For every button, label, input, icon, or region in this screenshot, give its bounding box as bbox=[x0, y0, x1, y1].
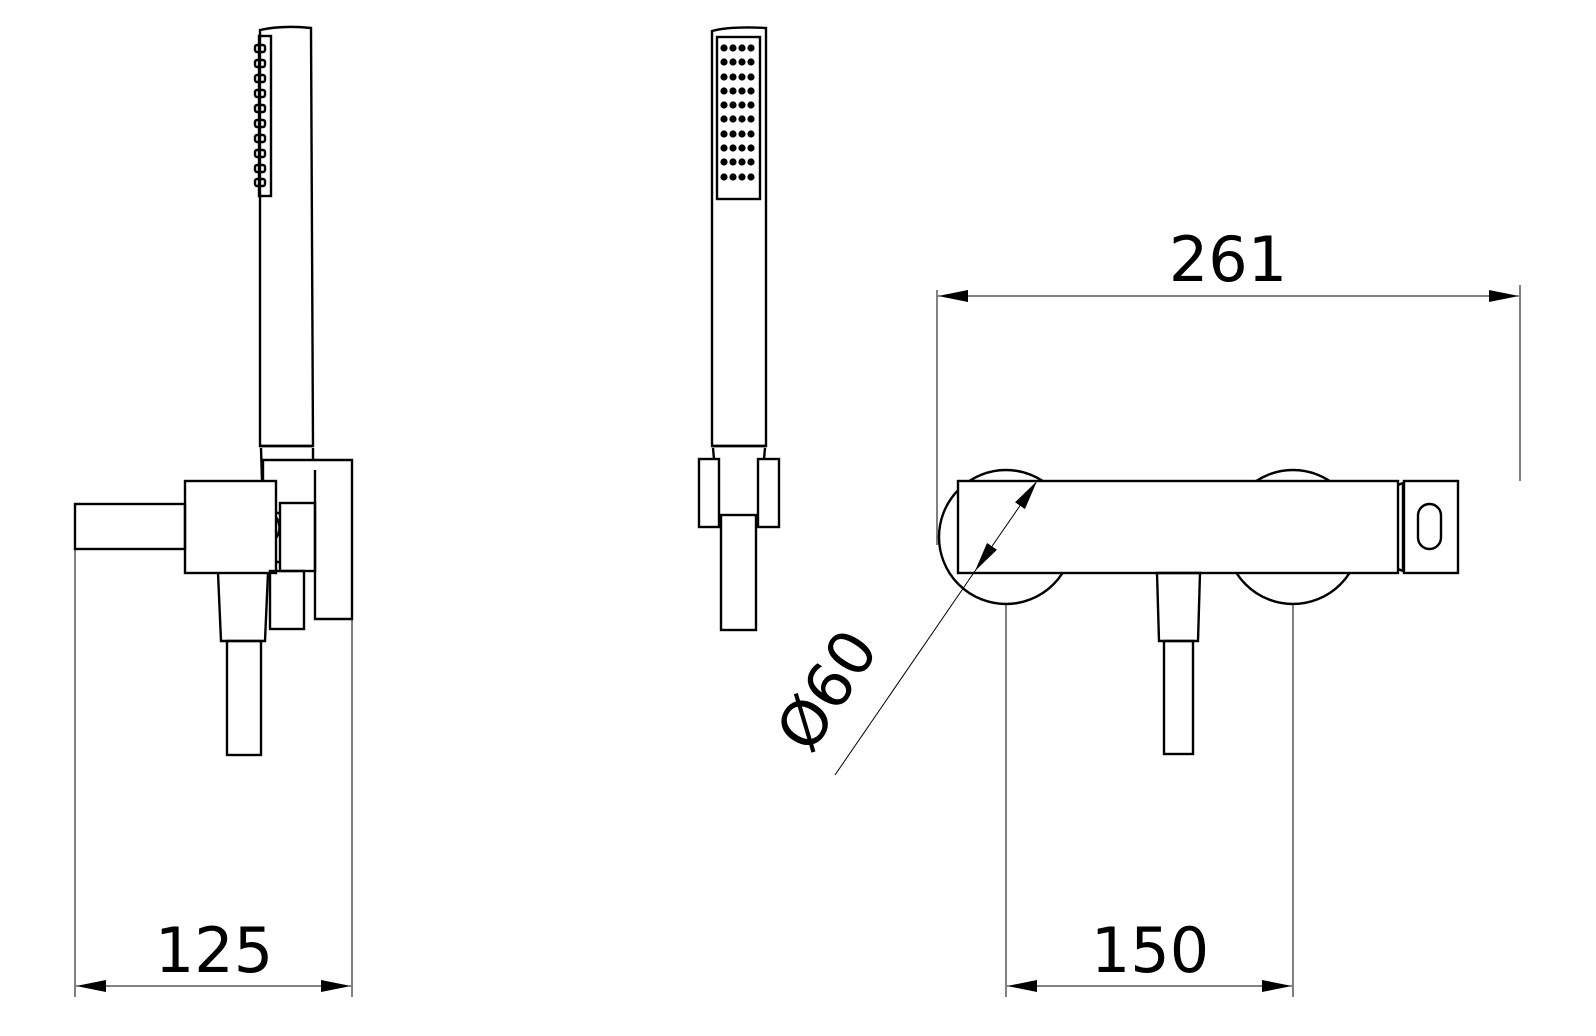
side-view bbox=[73, 25, 354, 757]
dimension-diameter-label: Ø60 bbox=[762, 617, 893, 764]
mixer-body-side bbox=[73, 479, 281, 757]
shower-holder-side bbox=[261, 458, 354, 631]
dimension-125: 125 bbox=[74, 549, 353, 997]
side-nozzles bbox=[253, 43, 267, 188]
outlet-nut bbox=[1155, 571, 1202, 643]
outlet-pipe bbox=[1162, 639, 1195, 756]
front-view-hand-shower bbox=[697, 26, 781, 632]
thermostat-cap bbox=[1402, 479, 1460, 575]
front-view-mixer bbox=[937, 468, 1460, 756]
dimension-125-label: 125 bbox=[155, 914, 273, 987]
cap-indicator bbox=[1416, 502, 1443, 551]
hand-shower-side bbox=[253, 25, 315, 482]
dimension-150: 150 bbox=[1005, 604, 1294, 997]
nozzle-grid bbox=[720, 44, 755, 181]
dimension-150-label: 150 bbox=[1091, 914, 1209, 987]
dimension-261-label: 261 bbox=[1169, 223, 1287, 296]
dimension-261: 261 bbox=[936, 223, 1521, 545]
